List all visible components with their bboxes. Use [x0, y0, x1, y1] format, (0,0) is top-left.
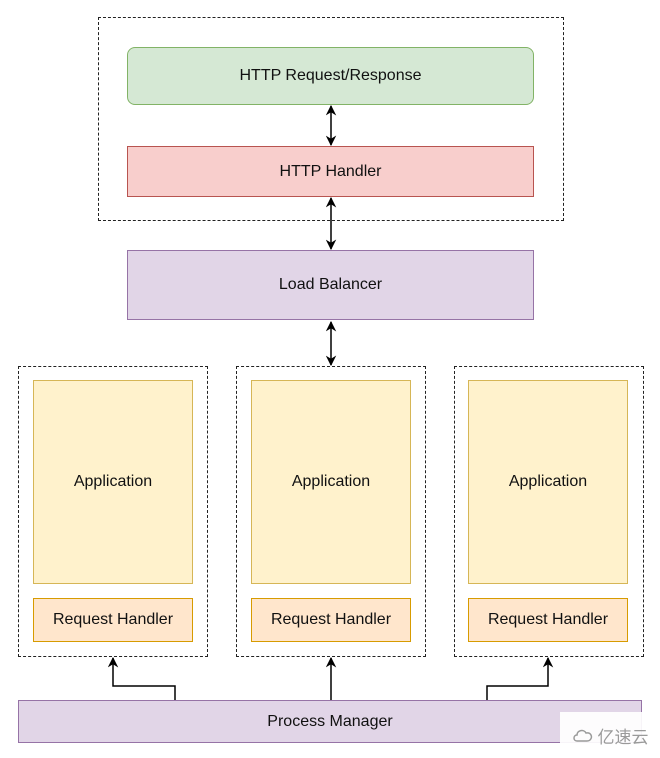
- http-handler-label: HTTP Handler: [279, 162, 382, 180]
- arrow-pm-worker-1: [107, 656, 176, 700]
- request-handler-box-2: Request Handler: [251, 598, 411, 642]
- http-request-response-label: HTTP Request/Response: [239, 67, 422, 84]
- application-box-1: Application: [33, 380, 193, 584]
- worker-group-2: [236, 366, 426, 657]
- application-box-3: Application: [468, 380, 628, 584]
- process-manager-label: Process Manager: [267, 712, 393, 730]
- application-label-3: Application: [508, 473, 588, 490]
- watermark-text: 亿速云: [597, 727, 649, 747]
- arrow-pm-worker-3: [486, 656, 554, 700]
- application-label-1: Application: [73, 473, 153, 490]
- application-label-2: Application: [291, 473, 371, 490]
- request-handler-box-1: Request Handler: [33, 598, 193, 642]
- watermark: 亿速云: [560, 712, 660, 758]
- request-handler-label-3: Request Handler: [487, 611, 609, 628]
- worker-group-3: [454, 366, 644, 657]
- load-balancer-box: Load Balancer: [127, 250, 534, 320]
- load-balancer-label: Load Balancer: [278, 276, 383, 293]
- request-handler-label-1: Request Handler: [52, 611, 174, 628]
- worker-group-1: [18, 366, 208, 657]
- http-request-response-box: HTTP Request/Response: [127, 47, 534, 105]
- http-handler-box: HTTP Handler: [127, 146, 534, 197]
- request-handler-label-2: Request Handler: [270, 611, 392, 628]
- cloud-icon: [572, 729, 592, 742]
- process-manager-box: Process Manager: [18, 700, 642, 743]
- request-handler-box-3: Request Handler: [468, 598, 628, 642]
- application-box-2: Application: [251, 380, 411, 584]
